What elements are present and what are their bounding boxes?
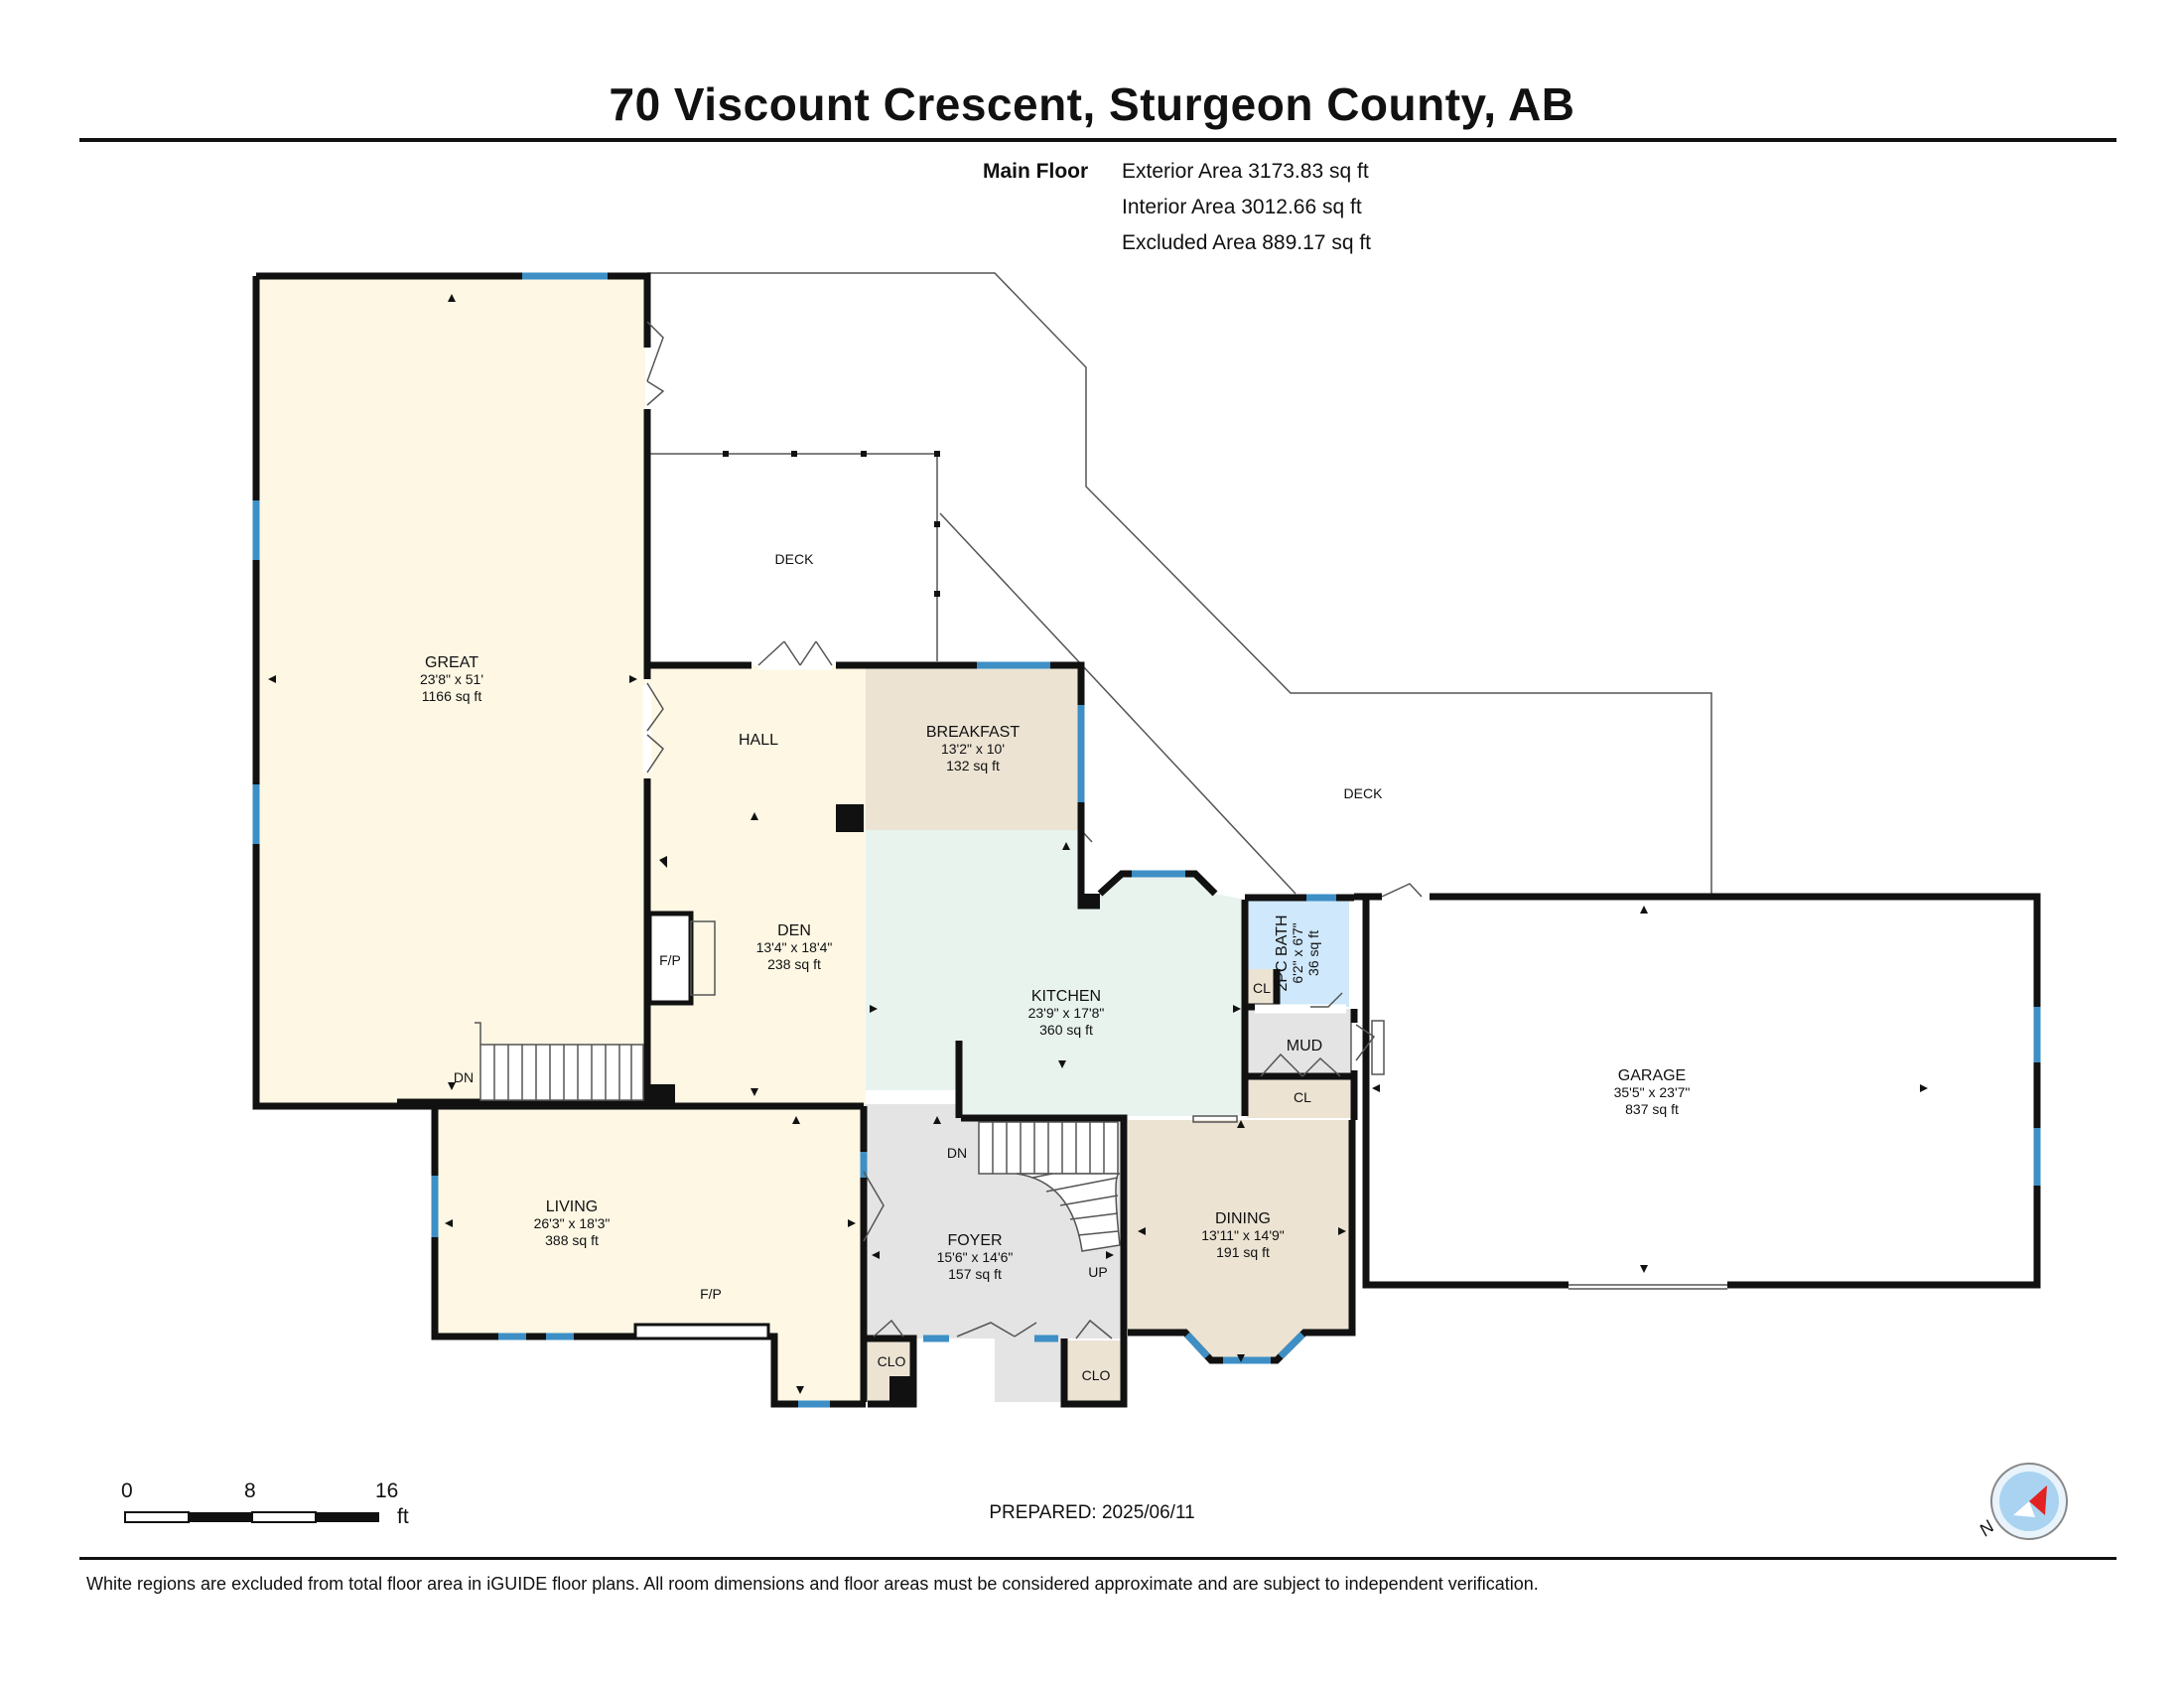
foyer-stairs: [978, 1121, 1121, 1252]
den-dims: 13'4" x 18'4": [756, 939, 833, 955]
hall-name: HALL: [739, 732, 778, 749]
living-dims: 26'3" x 18'3": [534, 1215, 611, 1231]
bath-name: 2PC BATH: [1274, 914, 1291, 991]
room-clo-right: [1064, 1340, 1124, 1402]
scale-16: 16: [375, 1479, 399, 1502]
page-title: 70 Viscount Crescent, Sturgeon County, A…: [609, 78, 1575, 130]
garage-dims: 35'5" x 23'7": [1614, 1084, 1691, 1100]
excluded-area: Excluded Area 889.17 sq ft: [1122, 231, 1372, 254]
room-breakfast: [866, 665, 1081, 830]
interior-area: Interior Area 3012.66 sq ft: [1122, 196, 1362, 218]
den-name: DEN: [777, 922, 811, 939]
prepared-date: PREPARED: 2025/06/11: [989, 1502, 1195, 1523]
den-fp-label: F/P: [659, 952, 681, 968]
floor-label: Main Floor: [983, 160, 1089, 183]
kitchen-name: KITCHEN: [1031, 988, 1101, 1005]
living-fp-label: F/P: [700, 1286, 722, 1302]
living-area: 388 sq ft: [545, 1232, 599, 1248]
breakfast-dims: 13'2" x 10': [941, 741, 1005, 757]
den-area: 238 sq ft: [767, 956, 821, 972]
garage-area: 837 sq ft: [1625, 1101, 1679, 1117]
disclaimer: White regions are excluded from total fl…: [86, 1574, 1539, 1594]
living-name: LIVING: [546, 1198, 598, 1215]
dining-name: DINING: [1215, 1210, 1271, 1227]
room-dining: [1128, 1120, 1352, 1360]
title-rule: [79, 138, 2116, 142]
room-labels: GREAT 23'8" x 51' 1166 sq ft HALL BREAKF…: [420, 551, 1690, 1383]
great-stairs: [475, 1022, 644, 1101]
deck-label-right: DECK: [1344, 785, 1384, 801]
footer-rule: [79, 1557, 2116, 1560]
great-dn-label: DN: [454, 1069, 474, 1085]
scale-8: 8: [244, 1479, 256, 1502]
deck-label-upper: DECK: [775, 551, 815, 567]
arrow-marks: [268, 294, 1928, 1394]
deck-posts: [723, 451, 940, 597]
clo-left-label: CLO: [878, 1353, 906, 1369]
windows: [252, 272, 2041, 1408]
kitchen-dims: 23'9" x 17'8": [1028, 1005, 1105, 1021]
living-fireplace: [633, 1323, 770, 1340]
den-fireplace-hearth: [690, 920, 716, 996]
breakfast-area: 132 sq ft: [946, 758, 1000, 774]
scale-unit: ft: [397, 1505, 409, 1528]
bath-area: 36 sq ft: [1305, 930, 1321, 976]
foyer-column: [889, 1376, 913, 1404]
den-fireplace: [646, 911, 694, 1006]
clo-right-label: CLO: [1082, 1367, 1111, 1383]
area-values: Exterior Area 3173.83 sq ft Interior Are…: [1122, 154, 1371, 261]
foyer-name: FOYER: [947, 1232, 1002, 1249]
foyer-area: 157 sq ft: [948, 1266, 1002, 1282]
exterior-area: Exterior Area 3173.83 sq ft: [1122, 160, 1369, 183]
great-name: GREAT: [425, 654, 478, 671]
garage-name: GARAGE: [1618, 1067, 1686, 1084]
scale-0: 0: [121, 1479, 133, 1502]
bath-cl-label: CL: [1253, 980, 1271, 996]
great-area: 1166 sq ft: [422, 688, 482, 704]
room-cl-bath: [1247, 969, 1277, 1007]
bath-dims: 6'2" x 6'7": [1290, 922, 1305, 983]
mud-cl-label: CL: [1294, 1089, 1311, 1105]
hall-column: [645, 1084, 675, 1106]
room-cl-mud: [1247, 1076, 1354, 1118]
great-dims: 23'8" x 51': [420, 671, 483, 687]
foyer-dims: 15'6" x 14'6": [937, 1249, 1014, 1265]
room-living: [435, 1108, 862, 1402]
door-swings: [646, 321, 1727, 1339]
mud-name: MUD: [1287, 1038, 1322, 1055]
dining-dims: 13'11" x 14'9": [1201, 1227, 1285, 1243]
kitchen-column: [1078, 894, 1100, 908]
den-column: [836, 804, 864, 832]
foyer-up-label: UP: [1088, 1264, 1107, 1280]
scale-bar: [124, 1511, 379, 1523]
breakfast-name: BREAKFAST: [926, 724, 1020, 741]
room-hall-den: [647, 665, 866, 1104]
room-great: [256, 276, 645, 1106]
kitchen-area: 360 sq ft: [1039, 1022, 1093, 1038]
dining-area: 191 sq ft: [1216, 1244, 1270, 1260]
foyer-dn-label: DN: [947, 1145, 967, 1161]
